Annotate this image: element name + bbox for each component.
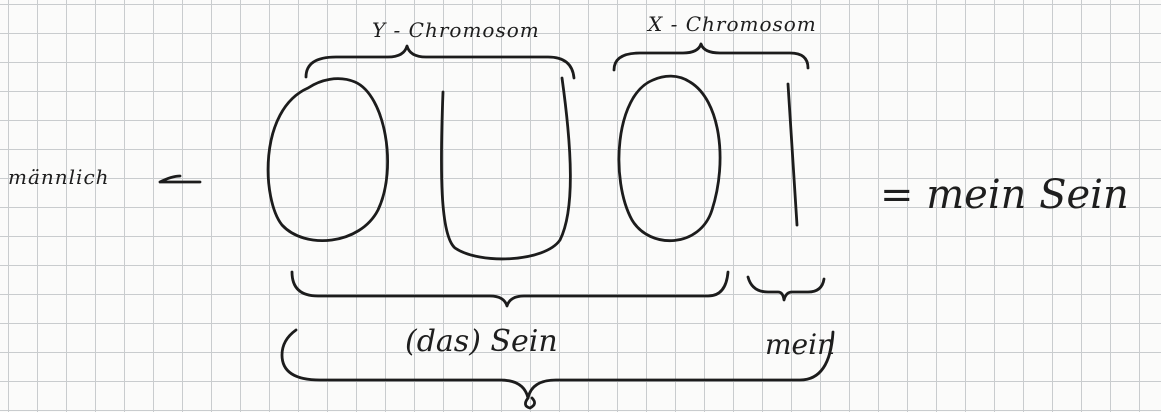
x-chromosome-oval bbox=[617, 74, 722, 242]
das-sein-brace bbox=[290, 270, 730, 308]
lower-brace bbox=[280, 328, 835, 400]
arrow-mark bbox=[158, 174, 202, 184]
maennlich-label: männlich bbox=[8, 165, 110, 189]
lower-brace-loop bbox=[524, 396, 536, 410]
x-chromosom-label: X - Chromosom bbox=[648, 12, 817, 36]
mein-label: mein bbox=[765, 328, 836, 361]
y-chromosome-oval bbox=[266, 77, 389, 243]
mein-sein-label: = mein Sein bbox=[880, 172, 1129, 218]
x-brace bbox=[612, 42, 810, 72]
das-sein-label: (das) Sein bbox=[405, 324, 558, 359]
x-chromosome-line bbox=[786, 82, 799, 227]
mein-brace bbox=[746, 275, 826, 302]
y-chromosome-u-shape bbox=[440, 76, 572, 261]
y-chromosom-label: Y - Chromosom bbox=[372, 18, 540, 42]
y-brace bbox=[304, 44, 576, 80]
